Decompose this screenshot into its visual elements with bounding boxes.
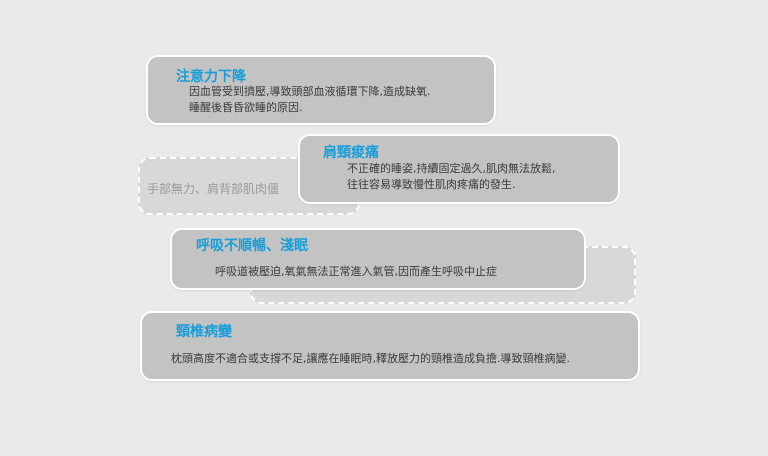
attention-decline-title: 注意力下降 (176, 69, 246, 85)
neck-shoulder-pain-title: 肩頸痠痛 (323, 145, 379, 161)
neck-shoulder-pain-line-2: 往往容易導致慢性肌肉疼痛的發生. (347, 178, 516, 191)
cervical-spine-line-1: 枕頭高度不適合或支撐不足,讓應在睡眠時,釋放壓力的頸椎造成負擔.導致頸椎病變. (171, 352, 570, 365)
neck-shoulder-pain-line-1: 不正確的睡姿,持續固定過久,肌肉無法放鬆, (347, 162, 556, 175)
neck-shoulder-pain-bubble: 肩頸痠痛 不正確的睡姿,持續固定過久,肌肉無法放鬆, 往往容易導致慢性肌肉疼痛的… (298, 134, 620, 204)
breathing-bubble: 呼吸不順暢、淺眠 呼吸道被壓迫,氧氣無法正常進入氣管,因而產生呼吸中止症 (170, 228, 586, 290)
cervical-spine-title: 頸椎病變 (176, 324, 232, 340)
hands-weakness-text: 手部無力、肩背部肌肉僵 (147, 182, 280, 196)
attention-decline-line-1: 因血管受到擠壓,導致頭部血液循環下降,造成缺氧. (189, 85, 431, 98)
attention-decline-line-2: 睡醒後昏昏欲睡的原因. (189, 101, 303, 114)
attention-decline-bubble: 注意力下降 因血管受到擠壓,導致頭部血液循環下降,造成缺氧. 睡醒後昏昏欲睡的原… (146, 55, 496, 125)
breathing-line-1: 呼吸道被壓迫,氧氣無法正常進入氣管,因而產生呼吸中止症 (215, 265, 497, 278)
breathing-title: 呼吸不順暢、淺眠 (196, 238, 308, 254)
cervical-spine-bubble: 頸椎病變 枕頭高度不適合或支撐不足,讓應在睡眠時,釋放壓力的頸椎造成負擔.導致頸… (140, 311, 640, 381)
